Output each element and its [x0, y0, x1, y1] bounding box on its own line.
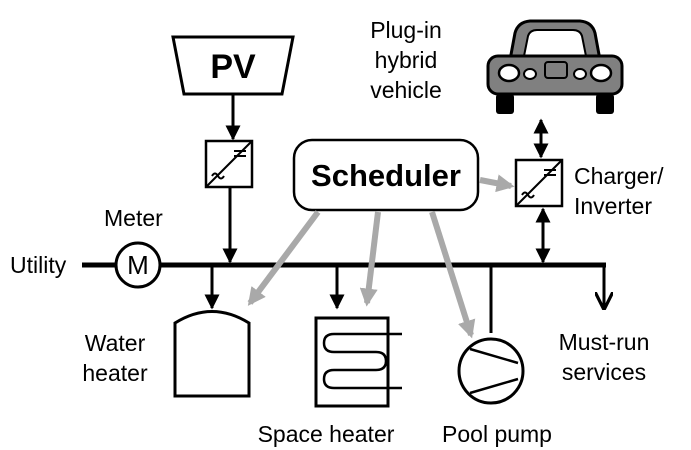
- charger-inverter: [514, 158, 564, 208]
- control-arrow-water-heater: [247, 210, 321, 306]
- space-heater-label: Space heater: [258, 421, 395, 447]
- pv-inverter: [204, 139, 254, 189]
- must-run-label-line-2: services: [562, 359, 646, 385]
- heating-coil-icon: [314, 316, 402, 408]
- control-arrow-space-heater: [359, 211, 381, 307]
- water-heater-label-line-1: Water: [85, 330, 146, 356]
- utility-label: Utility: [10, 252, 67, 278]
- must-run-label-line-1: Must-run: [559, 329, 650, 355]
- pump-icon: [457, 337, 525, 405]
- meter-symbol: M: [127, 250, 149, 280]
- water-heater-label-line-2: heater: [82, 360, 148, 386]
- control-arrow-charger: [479, 174, 515, 193]
- pv-panel-shape: [171, 35, 295, 96]
- meter-label: Meter: [104, 205, 163, 231]
- meter: M: [114, 241, 162, 289]
- pool-pump-label: Pool pump: [442, 421, 552, 447]
- pv-label: PV: [210, 48, 256, 86]
- charger-label-line-1: Charger/: [574, 163, 664, 189]
- vehicle-label-line-3: vehicle: [370, 77, 442, 103]
- scheduler-rect: [292, 138, 480, 212]
- pv-panel: PV: [171, 35, 295, 96]
- meter-circle: [114, 241, 162, 289]
- car-icon: [486, 19, 624, 114]
- scheduler-box: Scheduler: [292, 138, 480, 212]
- control-arrow-pool-pump: [429, 211, 476, 339]
- charger-label-line-2: Inverter: [574, 193, 652, 219]
- vehicle-label-line-1: Plug-in: [370, 17, 442, 43]
- scheduler-label: Scheduler: [311, 158, 461, 193]
- tank-icon: [173, 310, 251, 398]
- vehicle-label-line-2: hybrid: [375, 47, 438, 73]
